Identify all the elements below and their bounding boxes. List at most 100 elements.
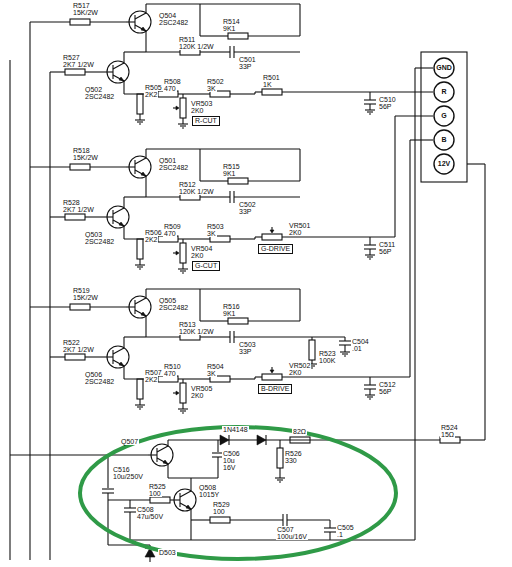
part-label: 56P [378, 388, 392, 395]
wire [255, 91, 262, 92]
wire [149, 557, 150, 562]
part-label: 2SC2482 [84, 238, 115, 245]
part-label: D503 [158, 549, 177, 556]
wiper-arrow [176, 106, 179, 110]
wire [182, 239, 183, 243]
wire [29, 22, 30, 560]
wire [107, 493, 108, 545]
wire [30, 21, 70, 22]
part-label: 2K0 [190, 252, 204, 259]
wire [170, 499, 171, 500]
part-label: C507 [276, 526, 295, 533]
ground-symbol [369, 398, 371, 399]
emitter-arrow [141, 312, 146, 316]
wire [148, 454, 157, 455]
wire [299, 289, 300, 321]
wire [234, 51, 300, 52]
wire [10, 454, 148, 455]
wire [135, 310, 146, 316]
wire [135, 158, 146, 164]
part-label: R511 [178, 36, 196, 43]
wiper-arrow [270, 370, 274, 373]
part-label: 1015Y [198, 491, 220, 498]
emitter-arrow [141, 27, 146, 31]
wire [279, 440, 280, 448]
part-label: C504 [351, 338, 370, 345]
ground-symbol [182, 127, 184, 128]
wire [135, 170, 146, 176]
ground-symbol [178, 268, 188, 269]
wire [344, 337, 345, 341]
wire [49, 72, 50, 560]
capacitor-symbol [229, 331, 230, 343]
part-label: 100K [318, 357, 336, 364]
resistor-symbol [290, 437, 310, 443]
pin-label: 12V [433, 153, 455, 175]
ground-symbol [279, 481, 281, 482]
part-label: 2K2 [144, 236, 158, 243]
wire [200, 320, 228, 321]
ground-symbol [135, 264, 145, 265]
ground-symbol [139, 268, 141, 269]
part-label: R517 [72, 2, 91, 9]
part-label: 2SC2482 [84, 378, 115, 385]
wire [460, 439, 485, 440]
wire [123, 343, 124, 348]
connector-pin: G [433, 105, 455, 127]
connector-pin: GND [433, 57, 455, 79]
wire [129, 512, 130, 540]
pin-outline [434, 58, 454, 78]
wire [126, 21, 135, 22]
resistor-symbol [180, 98, 186, 118]
part-label: 9K1 [222, 310, 236, 317]
wire [123, 86, 124, 94]
wire [139, 114, 140, 120]
ground-symbol [182, 272, 184, 273]
part-label: 100 [148, 490, 162, 497]
wire [124, 196, 146, 197]
resistor-symbol [210, 517, 230, 523]
wire [467, 163, 485, 164]
part-label: 470 [163, 230, 177, 237]
ground-symbol [137, 406, 143, 407]
part-label: Q506 [84, 371, 103, 378]
wire [410, 139, 433, 140]
part-label: C510 [378, 96, 397, 103]
wire [167, 441, 168, 446]
capacitor-symbol [229, 46, 230, 58]
ground-symbol [135, 119, 145, 120]
resistor-symbol [65, 214, 85, 220]
part-label: C505 [336, 524, 355, 531]
part-label: 2SC2482 [158, 304, 189, 311]
emitter-arrow [119, 362, 124, 366]
emitter-arrow [163, 460, 168, 464]
resistor-symbol [262, 89, 282, 95]
wire [30, 306, 70, 307]
part-label: 2K2 [144, 91, 158, 98]
resistor-symbol [228, 33, 248, 39]
wire [50, 71, 65, 72]
part-label: 10u [222, 457, 236, 464]
wire [282, 376, 410, 377]
wire [287, 519, 330, 520]
wire [113, 220, 124, 226]
part-label: R528 [62, 199, 81, 206]
wire [190, 486, 191, 491]
wire [126, 166, 135, 167]
part-label: R502 [206, 78, 225, 85]
part-label: VR505 [190, 385, 213, 392]
part-label: 15K/2W [72, 154, 99, 161]
resistor-symbol [70, 19, 90, 25]
wire [139, 259, 140, 265]
wiper-arrow [270, 230, 274, 233]
pin-label: GND [433, 57, 455, 79]
part-label: C503 [238, 341, 257, 348]
part-label: 2K2 [144, 376, 158, 383]
wire [113, 63, 124, 69]
part-label: 56P [378, 248, 392, 255]
part-label: R529 [212, 501, 231, 508]
wire [108, 499, 150, 500]
wire [145, 36, 146, 52]
diode-symbol [257, 435, 266, 445]
